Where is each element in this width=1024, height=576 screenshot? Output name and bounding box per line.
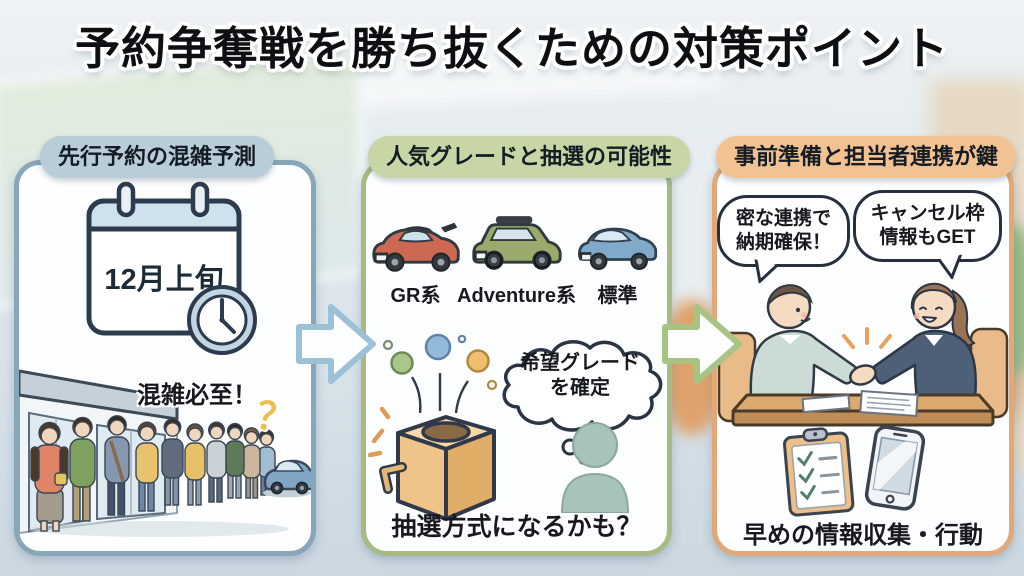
person-silhouette-icon (560, 422, 630, 513)
grade-cars-row: GR系 Adventure系 標準 (366, 211, 667, 308)
car-label-gr: GR系 (390, 285, 441, 307)
queue-illustration (19, 369, 311, 537)
car-standard-icon (577, 227, 657, 271)
thought-line-2: を確定 (550, 377, 610, 399)
checklist-clipboard-icon (782, 427, 855, 517)
car-gr-icon (371, 222, 460, 272)
panel-preparation: 密な連携で 納期確保！ キャンセル枠 情報もGET (712, 160, 1014, 556)
flow-arrow-right-icon (662, 304, 742, 384)
customer-man (749, 284, 858, 399)
clock-icon (187, 285, 257, 355)
speech-left-line-2: 納期確保！ (735, 232, 831, 253)
preparation-caption: 早めの情報収集・行動 (743, 522, 983, 549)
queue-car-icon (263, 459, 311, 498)
page-title: 予約争奪戦を勝ち抜くための対策ポイント (74, 23, 949, 74)
panel-forecast: 12月上旬 (14, 160, 316, 556)
panel-forecast-header: 先行予約の混雑予測 (40, 136, 275, 178)
thought-bubble-text: 希望グレード を確定 (500, 351, 660, 401)
car-label-standard: 標準 (597, 285, 638, 307)
speech-bubble-left: 密な連携で 納期確保！ (717, 195, 850, 267)
panel-grades-header: 人気グレードと抽選の可能性 (368, 136, 691, 178)
grades-caption: 抽選方式になるかも？ (391, 513, 642, 541)
handshake-illustration (717, 282, 1009, 427)
queue-people (30, 415, 276, 532)
grade-gr: GR系 (366, 211, 465, 308)
panel-preparation-header: 事前準備と担当者連携が鍵 (716, 136, 1017, 178)
speech-right-line-2: 情報もGET (879, 227, 976, 248)
car-label-adventure: Adventure系 (457, 285, 576, 307)
grade-adventure: Adventure系 (457, 211, 576, 308)
car-adventure-icon (471, 216, 562, 270)
crowd-warning-text: 混雑必至！ (137, 382, 257, 409)
smartphone-icon (864, 425, 926, 511)
grade-standard: 標準 (568, 211, 667, 308)
speech-bubble-right: キャンセル枠 情報もGET (853, 190, 1002, 262)
thought-line-1: 希望グレード (520, 352, 640, 374)
speech-left-line-1: 密な連携で (735, 208, 831, 229)
panel-grades: GR系 Adventure系 標準 (361, 160, 672, 556)
flow-arrow-left-icon (296, 304, 376, 384)
speech-right-line-1: キャンセル枠 (870, 203, 985, 224)
